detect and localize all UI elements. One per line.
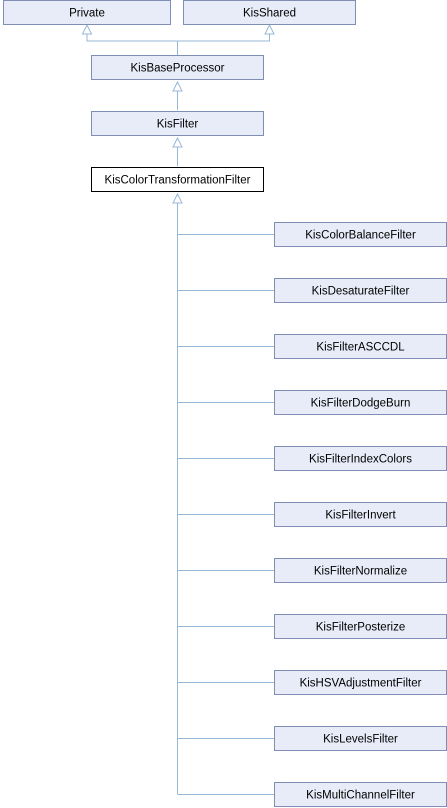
- class-node-label: KisBaseProcessor: [131, 63, 225, 75]
- class-node-kis-base-processor[interactable]: KisBaseProcessor: [91, 55, 264, 80]
- class-node-box: [3, 0, 171, 25]
- inheritance-edge: [177, 34, 270, 42]
- class-node-label: KisHSVAdjustmentFilter: [300, 678, 422, 690]
- class-node-box: [274, 278, 447, 303]
- class-node-kis-filter-posterize[interactable]: KisFilterPosterize: [274, 614, 447, 639]
- class-node-kis-filter-normalize[interactable]: KisFilterNormalize: [274, 558, 447, 583]
- class-node-box: [274, 446, 447, 471]
- inheritance-arrowhead: [264, 23, 275, 35]
- class-node-label: KisFilterDodgeBurn: [311, 398, 411, 410]
- class-node-label: KisShared: [243, 8, 296, 20]
- class-node-kis-filter[interactable]: KisFilter: [91, 111, 264, 136]
- class-node-label: KisFilterPosterize: [316, 622, 405, 634]
- class-node-box: [274, 334, 447, 359]
- class-node-label: Private: [69, 8, 105, 20]
- class-node-box: [91, 111, 264, 136]
- class-node-label: KisFilter: [157, 119, 199, 131]
- class-node-box: [274, 614, 447, 639]
- class-node-label: KisFilterInvert: [325, 510, 396, 522]
- class-node-kis-filter-invert[interactable]: KisFilterInvert: [274, 502, 447, 527]
- class-node-box: [91, 167, 264, 192]
- class-node-box: [274, 502, 447, 527]
- class-node-box: [274, 726, 447, 751]
- class-node-box: [91, 55, 264, 80]
- class-node-label: KisFilterASCCDL: [316, 342, 405, 354]
- class-node-kis-filter-asccdl[interactable]: KisFilterASCCDL: [274, 334, 447, 359]
- class-node-private[interactable]: Private: [3, 0, 171, 25]
- class-node-kis-color-balance-filter[interactable]: KisColorBalanceFilter: [274, 222, 447, 247]
- class-node-kis-levels-filter[interactable]: KisLevelsFilter: [274, 726, 447, 751]
- class-node-kis-desaturate-filter[interactable]: KisDesaturateFilter: [274, 278, 447, 303]
- class-node-kis-shared[interactable]: KisShared: [183, 0, 356, 25]
- class-node-kis-filter-dodge-burn[interactable]: KisFilterDodgeBurn: [274, 390, 447, 415]
- edges: [81, 23, 275, 795]
- class-node-box: [274, 782, 447, 807]
- class-node-kis-color-transformation-filter[interactable]: KisColorTransformationFilter: [91, 167, 264, 192]
- class-node-box: [274, 558, 447, 583]
- class-node-label: KisLevelsFilter: [323, 734, 398, 746]
- class-node-kis-hsv-adjustment-filter[interactable]: KisHSVAdjustmentFilter: [274, 670, 447, 695]
- class-node-label: KisDesaturateFilter: [312, 286, 410, 298]
- class-node-label: KisColorBalanceFilter: [305, 230, 416, 242]
- inheritance-arrowhead: [172, 136, 183, 148]
- class-node-box: [183, 0, 356, 25]
- class-node-kis-multi-channel-filter[interactable]: KisMultiChannelFilter: [274, 782, 447, 807]
- class-node-label: KisMultiChannelFilter: [306, 790, 415, 802]
- class-node-label: KisFilterIndexColors: [309, 454, 412, 466]
- nodes: Private KisSharedKisBaseProcessorKisFilte…: [3, 0, 447, 807]
- class-node-box: [274, 222, 447, 247]
- inheritance-edge: [86, 34, 178, 55]
- inheritance-arrowhead: [81, 23, 93, 35]
- inheritance-arrowhead: [172, 80, 183, 92]
- inheritance-arrowhead: [172, 192, 183, 204]
- class-node-label: KisFilterNormalize: [314, 566, 407, 578]
- class-node-label: KisColorTransformationFilter: [105, 175, 251, 187]
- class-node-box: [274, 670, 447, 695]
- class-node-kis-filter-index-colors[interactable]: KisFilterIndexColors: [274, 446, 447, 471]
